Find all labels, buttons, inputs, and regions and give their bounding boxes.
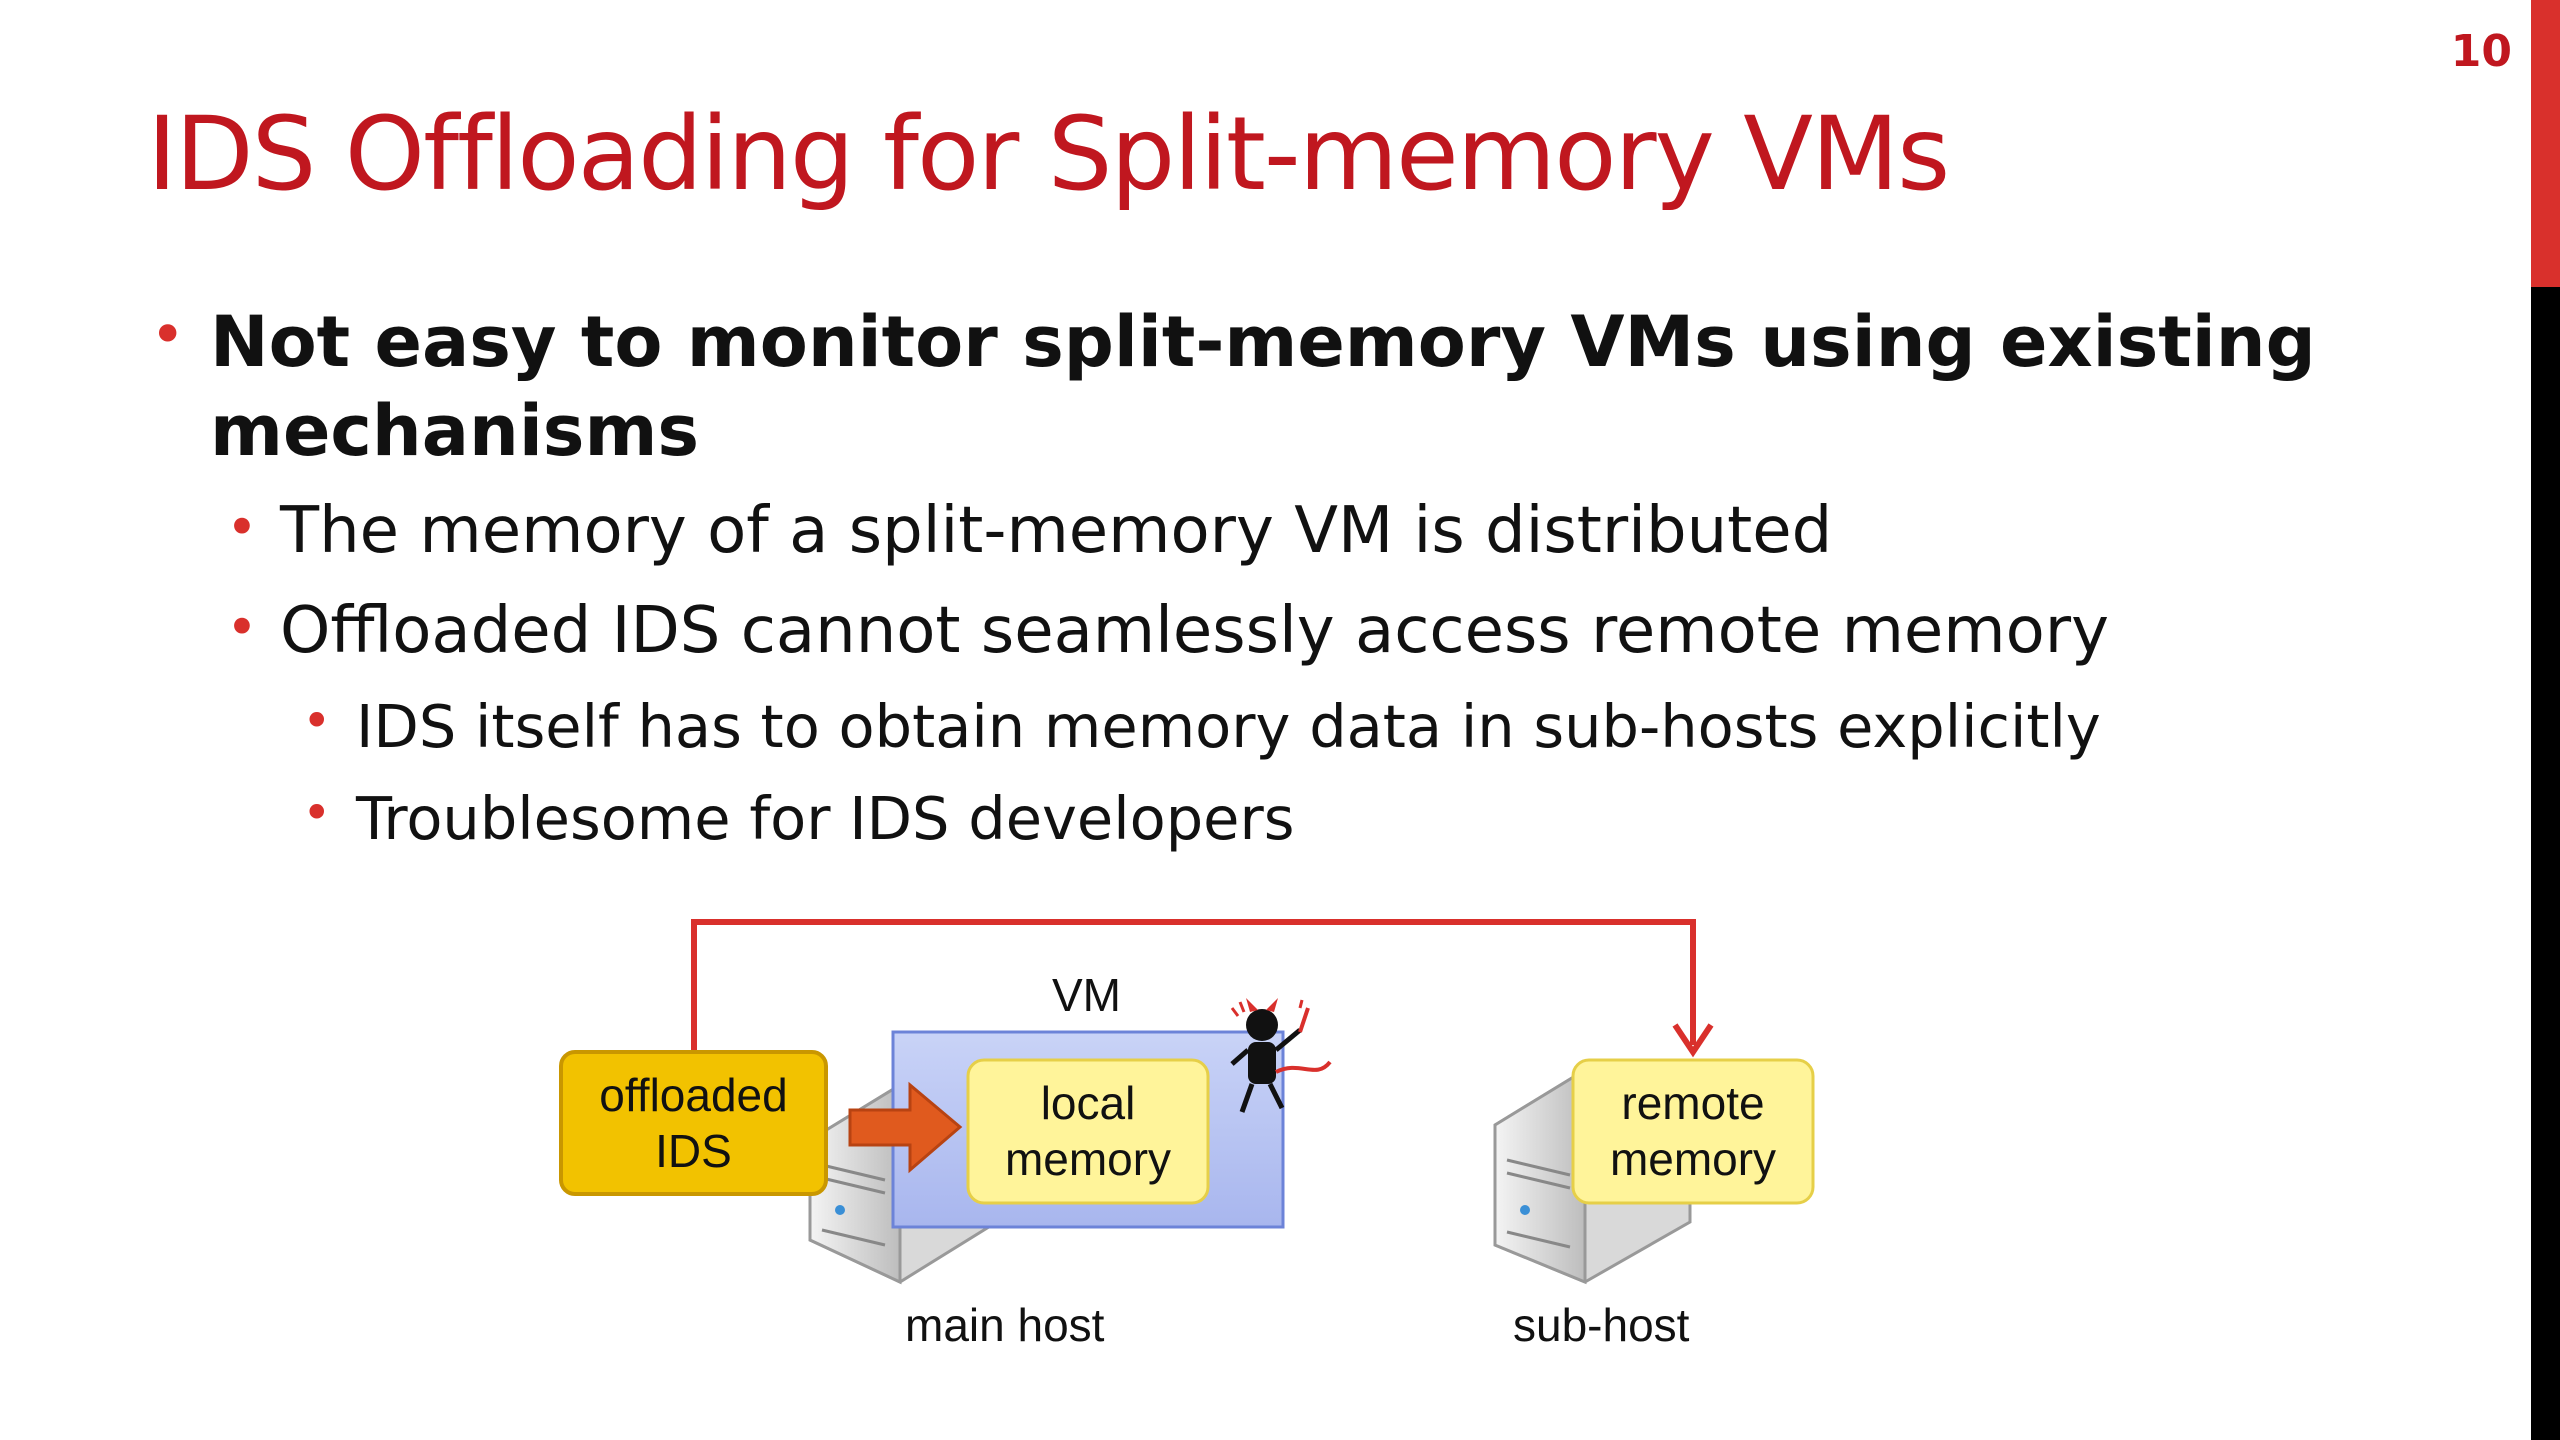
remote-memory-box [1571, 1058, 1815, 1205]
sub-host-label: sub-host [1513, 1299, 1690, 1351]
main-host-label: main host [905, 1299, 1105, 1351]
bullet-subsub-2: Troublesome for IDS developers [356, 784, 1295, 853]
local-memory-line1: local [1040, 1077, 1136, 1129]
bullet-dot: • [302, 784, 332, 842]
bullet-dot: • [302, 692, 332, 750]
bullet-main-line2: mechanisms [210, 390, 700, 472]
local-memory-line2: memory [1004, 1133, 1172, 1185]
bullet-main-line1: Not easy to monitor split-memory VMs usi… [210, 301, 2316, 383]
offloaded-ids-label: offloaded IDS [561, 1067, 826, 1179]
bullet-sub-2: Offloaded IDS cannot seamlessly access r… [280, 594, 2109, 668]
side-accent-bar-black [2531, 287, 2560, 1440]
bullet-dot: • [226, 596, 258, 659]
bullet-dot: • [150, 300, 186, 370]
side-accent-bar-red [2531, 0, 2560, 287]
access-arrow-head [1672, 1023, 1714, 1058]
page-number: 10 [2450, 26, 2512, 77]
offloaded-ids-box [559, 1050, 828, 1196]
bullet-subsub-1: IDS itself has to obtain memory data in … [356, 692, 2101, 761]
local-memory-box [966, 1058, 1210, 1205]
local-memory-label: local memory [968, 1075, 1208, 1187]
remote-memory-line1: remote [1621, 1077, 1765, 1129]
orange-arrow-icon [848, 1081, 963, 1174]
access-arrow-line [691, 919, 1696, 1050]
vm-label: VM [1052, 969, 1121, 1021]
bullet-dot: • [226, 496, 258, 559]
offloaded-ids-line1: offloaded [599, 1069, 788, 1121]
remote-memory-line2: memory [1609, 1133, 1777, 1185]
remote-memory-label: remote memory [1573, 1075, 1813, 1187]
slide-title: IDS Offloading for Split-memory VMs [147, 95, 1950, 214]
attacker-devil-icon [1230, 998, 1332, 1113]
offloaded-ids-line2: IDS [655, 1125, 732, 1177]
bullet-sub-1: The memory of a split-memory VM is distr… [280, 494, 1833, 568]
